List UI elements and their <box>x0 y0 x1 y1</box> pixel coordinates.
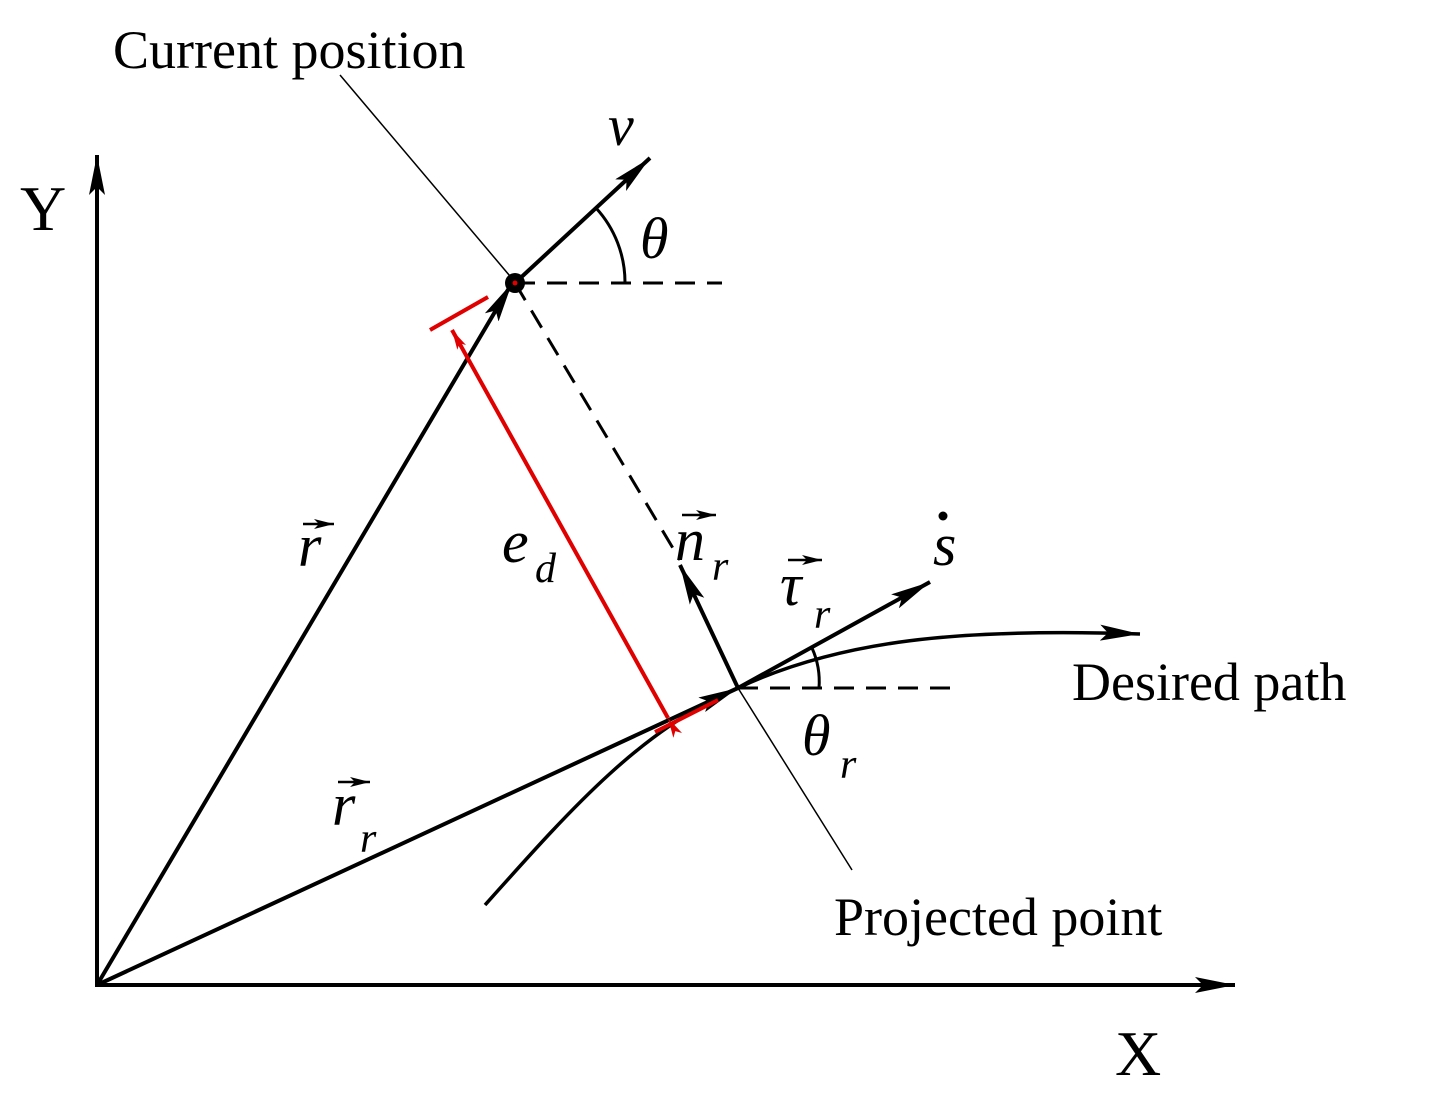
heading-angle-arc <box>594 206 627 284</box>
projected-point-label: Projected point <box>834 887 1162 947</box>
current-position-leader <box>339 74 516 283</box>
normal-label: n <box>675 507 705 573</box>
path-speed-label: s <box>933 512 956 578</box>
tangent-vector-arrow <box>737 580 931 690</box>
heading-angle-label: θ <box>640 206 669 271</box>
reference-angle-subscript: r <box>840 742 857 788</box>
tangent-label: τ <box>780 552 804 618</box>
reference-angle-label: θ <box>802 703 831 768</box>
normal-vector-arrow <box>678 564 740 689</box>
velocity-arrow <box>513 156 652 285</box>
tangent-highlight-segment <box>654 698 719 734</box>
current-position-dot-center <box>512 280 518 286</box>
normal-distance-dashed-line <box>513 282 682 561</box>
current-position-label: Current position <box>113 20 465 80</box>
error-distance-arrow <box>450 329 683 738</box>
position-vector-label: r <box>298 513 322 579</box>
projected-point-leader <box>737 687 853 871</box>
reference-angle-arc <box>810 647 821 689</box>
axis-y-label: Y <box>20 173 66 244</box>
desired-path-label: Desired path <box>1072 652 1346 712</box>
error-subscript: d <box>535 546 557 592</box>
reference-position-vector-arrow <box>96 686 739 987</box>
error-tick <box>429 295 489 332</box>
velocity-label: v <box>608 93 634 158</box>
desired-path-curve <box>483 624 1141 907</box>
path-speed-dot <box>938 511 948 521</box>
normal-subscript: r <box>712 544 729 590</box>
position-vector-arrow <box>95 281 514 987</box>
error-label: e <box>502 509 529 575</box>
tangent-subscript: r <box>814 592 831 638</box>
axis-x-label: X <box>1115 1018 1161 1089</box>
reference-position-subscript: r <box>360 816 377 862</box>
reference-position-label: r <box>332 772 356 838</box>
